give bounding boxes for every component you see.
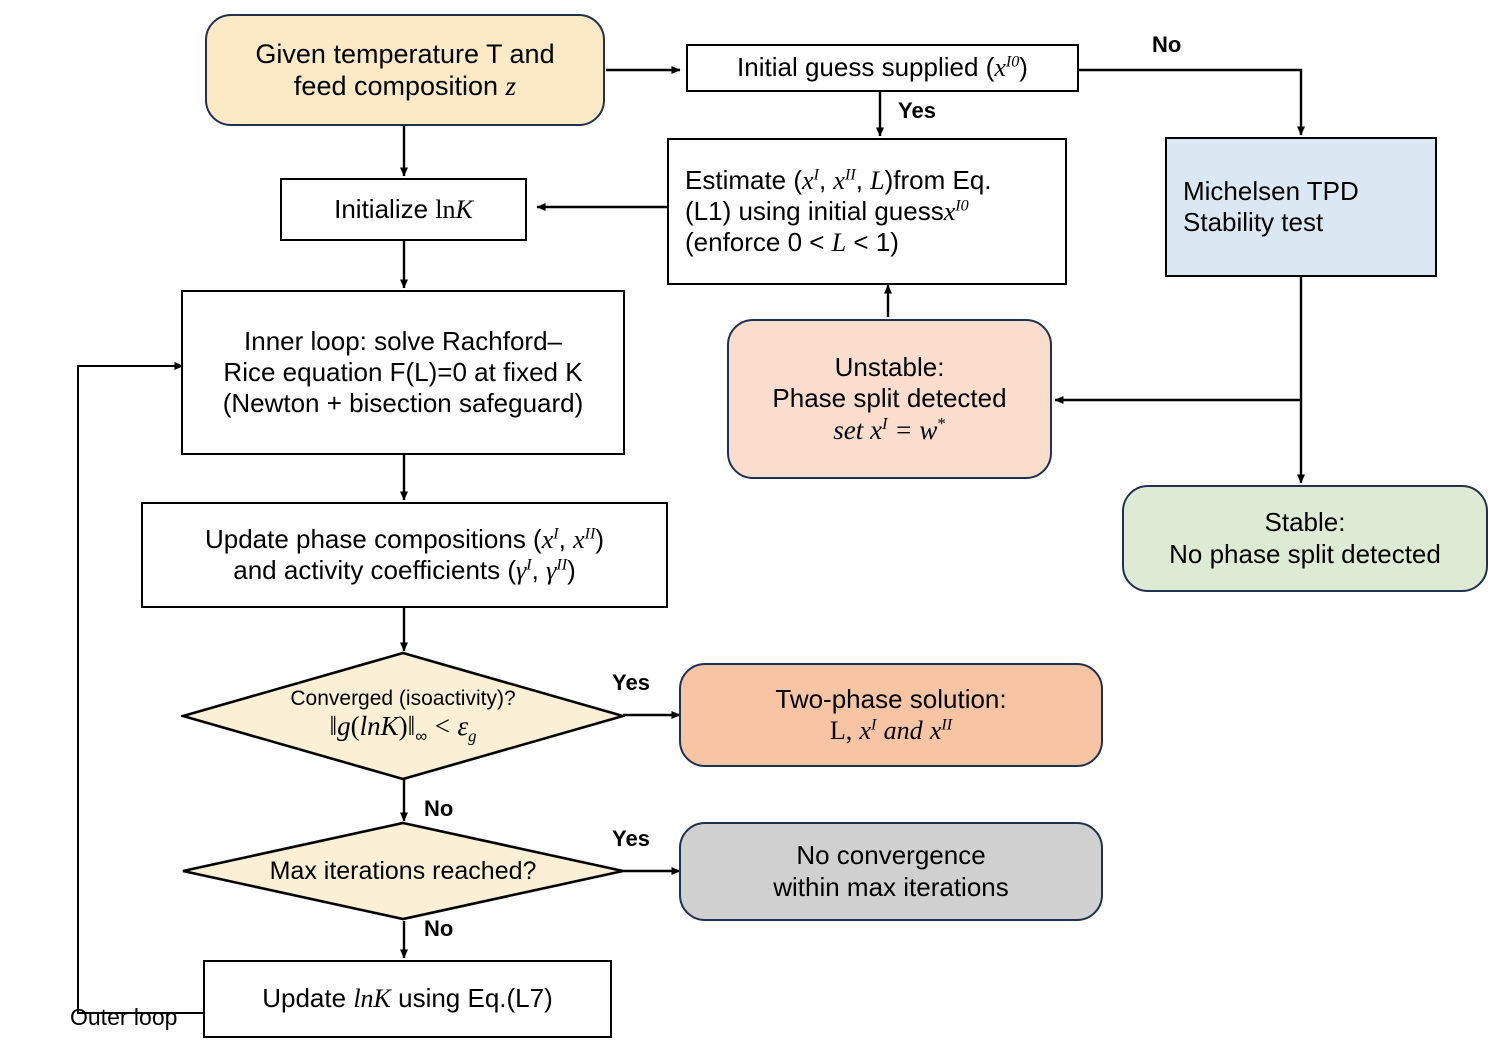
initialize-text: Initialize: [334, 193, 436, 224]
update-lnk-prefix: Update: [262, 983, 354, 1014]
max-iter-line1: Max iterations reached?: [269, 856, 537, 885]
edge-label-no-converged: No: [424, 796, 454, 821]
estimate-line1: Estimate (xI, xII, L)from Eq.: [685, 164, 992, 195]
inner-loop-line3: (Newton + bisection safeguard): [222, 388, 584, 419]
stability-line2: Stability test: [1183, 207, 1324, 237]
start-line2-prefix: feed composition: [293, 71, 506, 101]
converged-line1: Converged (isoactivity)?: [290, 686, 516, 710]
update-lnk-eq-l7[interactable]: Update lnK using Eq.(L7): [203, 960, 612, 1038]
edge-label-outer-loop: Outer loop: [70, 1004, 178, 1030]
initial-guess-variable: x: [994, 53, 1006, 83]
unstable-phase-split[interactable]: Unstable: Phase split detected set xI = …: [727, 319, 1052, 479]
edge-initial-guess-to-stability: [1079, 68, 1305, 136]
initialize-ln: ln: [435, 194, 456, 224]
decision-max-iterations-reached[interactable]: Max iterations reached?: [181, 821, 625, 921]
converged-line2: ‖g(lnK)‖∞ < εg: [329, 710, 477, 746]
initial-guess-text-post: ): [1019, 52, 1028, 83]
inner-loop-line1: Inner loop: solve Rachford–: [244, 325, 562, 356]
initial-guess-supplied[interactable]: Initial guess supplied (xI0): [686, 44, 1079, 92]
stable-line1: Stable:: [1264, 507, 1346, 538]
initial-guess-superscript: I0: [1005, 53, 1020, 71]
no-convergence-line2: within max iterations: [773, 871, 1009, 902]
max-iter-diamond-shape: [182, 821, 624, 921]
unstable-line3: set xI = w*: [833, 413, 946, 445]
initialize-k: K: [455, 194, 473, 224]
unstable-line2: Phase split detected: [772, 382, 1007, 413]
stable-no-phase-split[interactable]: Stable: No phase split detected: [1122, 485, 1488, 592]
update-lnk-math: lnK: [353, 984, 391, 1014]
michelsen-tpd-stability-test[interactable]: Michelsen TPD Stability test: [1165, 137, 1437, 277]
start-line2-variable: z: [505, 71, 517, 101]
update-lnk-suffix: using Eq.(L7): [390, 983, 553, 1014]
edge-label-yes-initial-guess: Yes: [898, 98, 936, 123]
two-phase-solution[interactable]: Two-phase solution: L, xI and xII: [679, 663, 1103, 767]
two-phase-line1: Two-phase solution:: [775, 683, 1007, 714]
update-comp-line2: and activity coefficients (γI, γII): [233, 555, 576, 585]
inner-loop-rachford-rice[interactable]: Inner loop: solve Rachford– Rice equatio…: [181, 290, 625, 455]
inner-loop-line2: Rice equation F(L)=0 at fixed K: [223, 356, 583, 387]
edge-label-yes-converged: Yes: [612, 670, 650, 695]
edge-label-no-max-iter: No: [424, 916, 454, 941]
initialize-lnk[interactable]: Initialize lnK: [280, 178, 527, 241]
estimate-compositions[interactable]: Estimate (xI, xII, L)from Eq. (L1) using…: [667, 138, 1067, 285]
start-given-conditions[interactable]: Given temperature T and feed composition…: [205, 14, 605, 126]
update-phase-compositions[interactable]: Update phase compositions (xI, xII) and …: [141, 502, 668, 608]
decision-converged-isoactivity[interactable]: Converged (isoactivity)? ‖g(lnK)‖∞ < εg: [181, 651, 625, 781]
unstable-line1: Unstable:: [834, 351, 945, 382]
start-line1: Given temperature T and: [255, 38, 555, 69]
initial-guess-text: Initial guess supplied (: [737, 52, 995, 83]
update-comp-line1: Update phase compositions (xI, xII): [204, 523, 605, 554]
two-phase-line2: L, xI and xII: [829, 716, 953, 745]
no-convergence-line1: No convergence: [796, 840, 986, 871]
converged-diamond-shape: [181, 651, 625, 781]
estimate-line2: (L1) using initial guessxI0: [685, 195, 969, 226]
stability-line1: Michelsen TPD: [1183, 175, 1359, 206]
edge-label-yes-max-iter: Yes: [612, 826, 650, 851]
edge-label-no-top-right: No: [1152, 32, 1182, 57]
stable-line2: No phase split detected: [1169, 538, 1441, 569]
no-convergence-result[interactable]: No convergence within max iterations: [679, 822, 1103, 921]
estimate-line3: (enforce 0 < L < 1): [685, 227, 899, 258]
